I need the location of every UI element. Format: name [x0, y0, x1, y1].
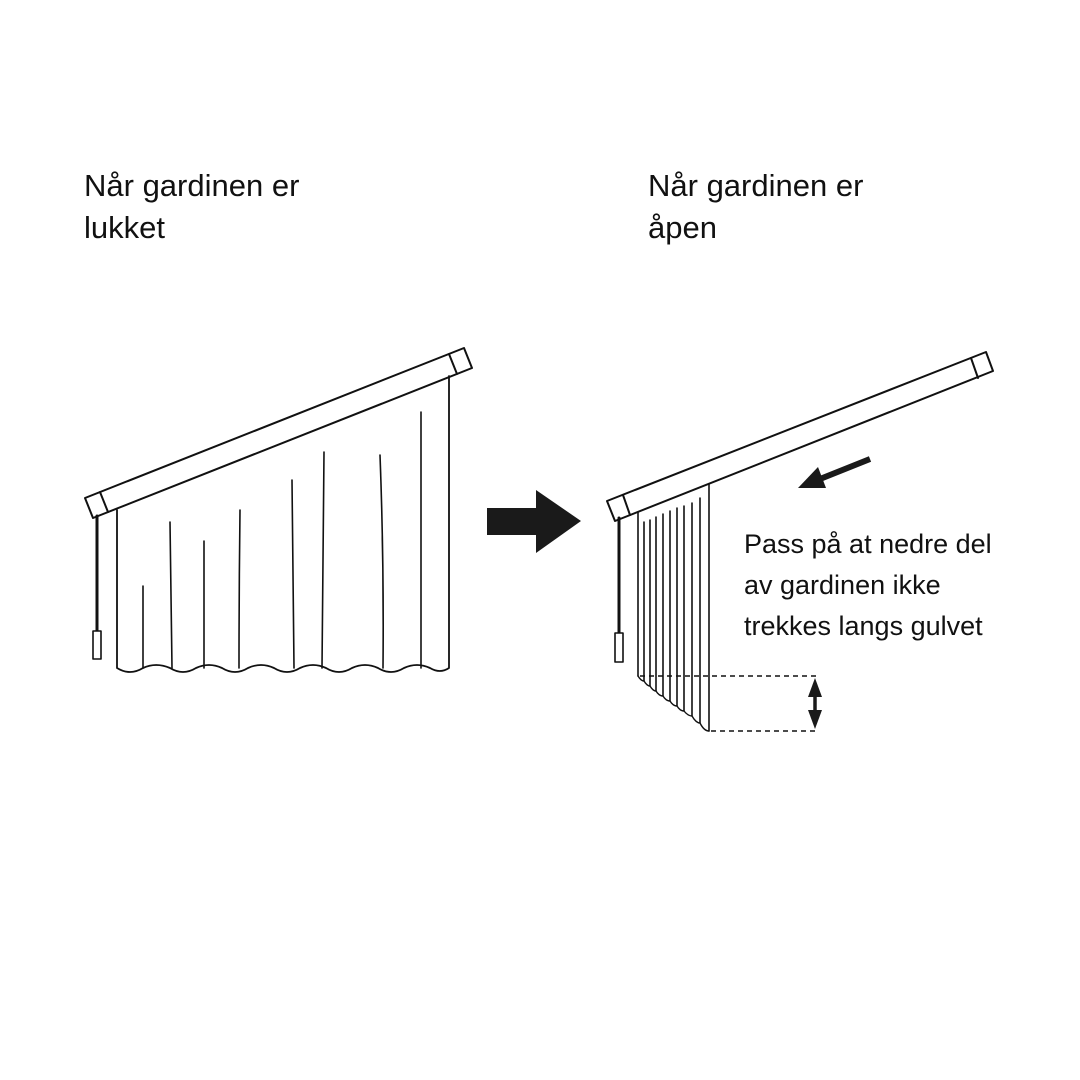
- closed-label-line1: Når gardinen er: [84, 168, 299, 203]
- open-pull-cord: [614, 516, 624, 663]
- closed-curtain: [84, 347, 473, 673]
- right-arrow-icon: [487, 490, 581, 553]
- closed-pull-cord: [92, 514, 102, 660]
- floor-gap-indicator: [640, 675, 822, 732]
- closed-curtain-folds: [142, 411, 422, 669]
- closed-label-line2: lukket: [84, 210, 165, 245]
- warning-note-line3: trekkes langs gulvet: [744, 611, 983, 641]
- warning-note-line1: Pass på at nedre del: [744, 529, 992, 559]
- open-head-rail: [606, 351, 994, 522]
- closed-head-rail: [84, 347, 473, 519]
- open-label-line2: åpen: [648, 210, 717, 245]
- open-curtain-fabric: [637, 483, 710, 732]
- left-arrow-icon: [798, 456, 872, 488]
- warning-note-line2: av gardinen ikke: [744, 570, 941, 600]
- open-label-line1: Når gardinen er: [648, 168, 863, 203]
- open-curtain: [606, 351, 994, 732]
- closed-curtain-fabric: [116, 375, 450, 673]
- double-arrow-icon: [808, 678, 822, 729]
